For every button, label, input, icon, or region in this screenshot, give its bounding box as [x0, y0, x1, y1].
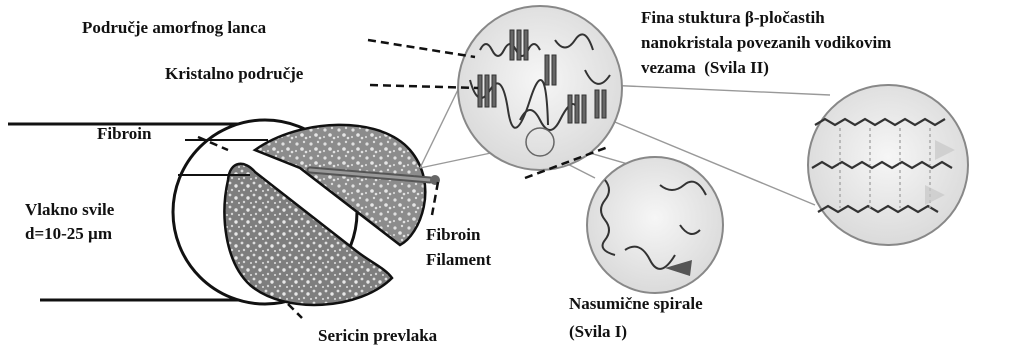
amorphous-crystalline-lens [458, 6, 622, 170]
fine-structure-label: Fina stuktura β-pločastih nanokristala p… [641, 5, 891, 80]
beta-sheet-lens [808, 85, 968, 245]
sericin-coating-label: Sericin prevlaka [318, 326, 437, 346]
random-coil-lens [587, 157, 723, 293]
fibroin-filament-label: Fibroin Filament [426, 222, 491, 272]
silk-fiber-label: Vlakno svile d=10-25 µm [25, 198, 114, 246]
random-coils-label: Nasumične spirale (Svila I) [569, 290, 703, 346]
fibroin-label: Fibroin [97, 124, 151, 144]
crystalline-region-label: Kristalno područje [165, 64, 303, 84]
amorphous-region-label: Područje amorfnog lanca [82, 18, 266, 38]
